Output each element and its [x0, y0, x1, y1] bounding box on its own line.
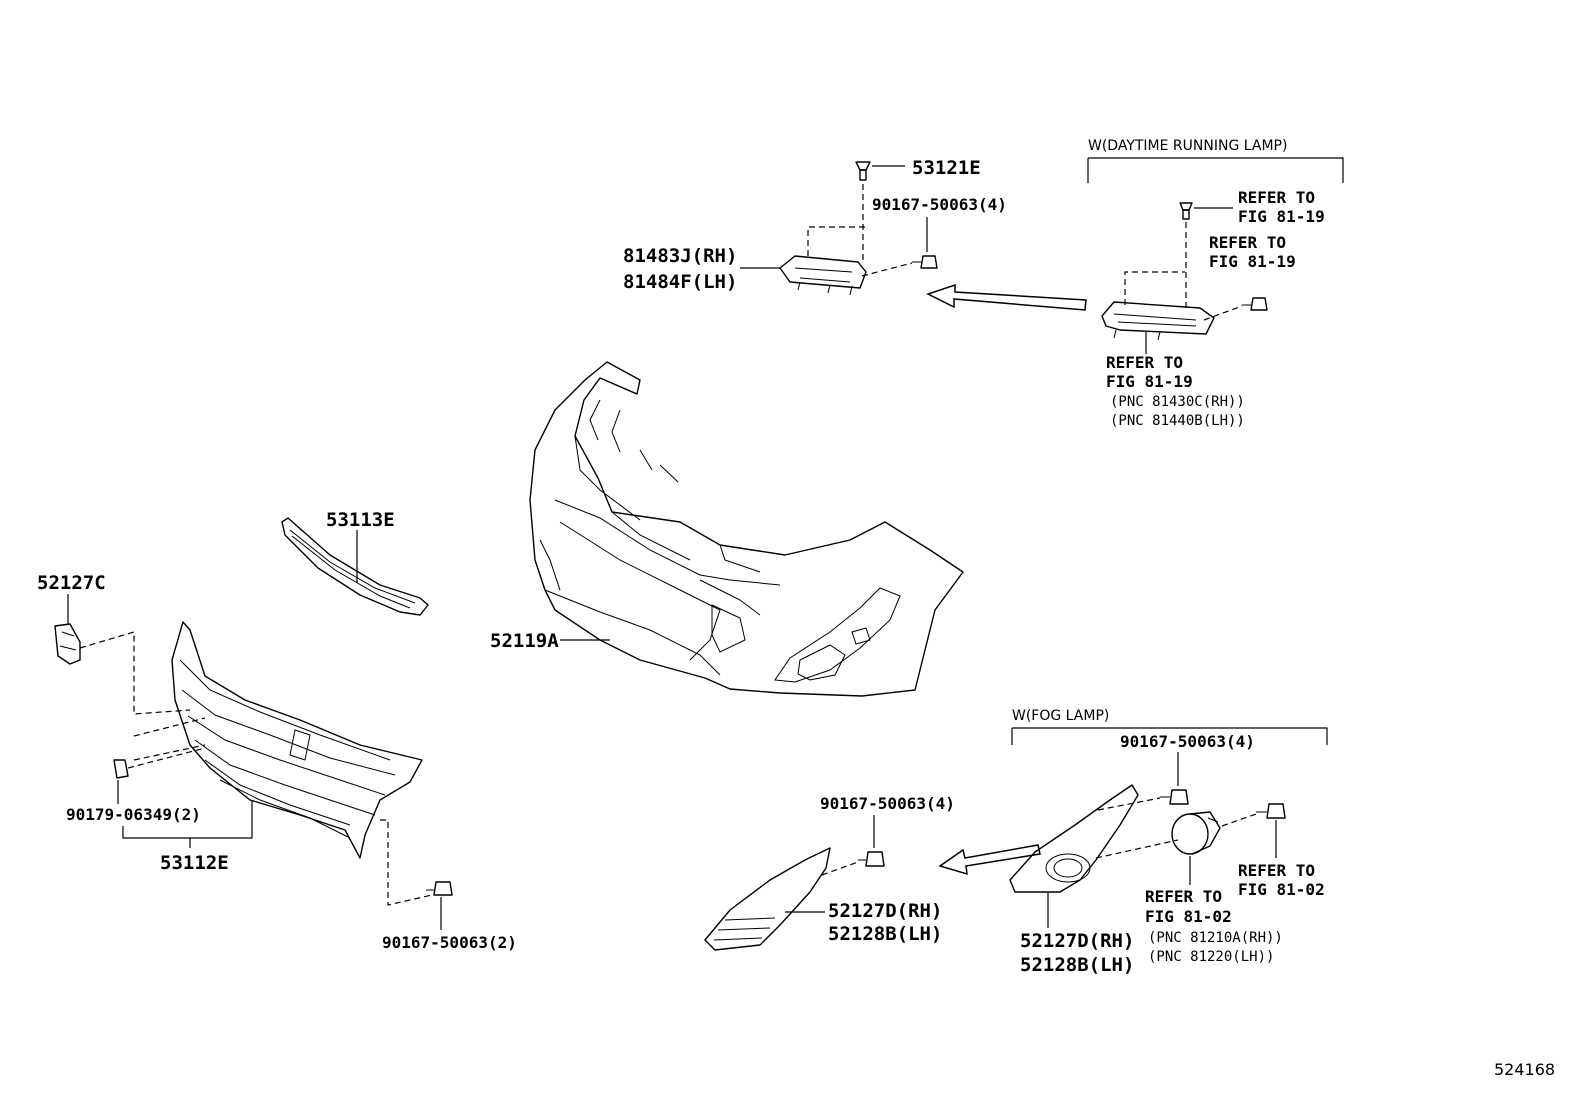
label-53112e: 53112E [160, 852, 229, 874]
clip-53121e[interactable] [855, 161, 871, 181]
diagram-number: 524168 [1494, 1060, 1555, 1079]
label-52127c: 52127C [37, 572, 106, 594]
fog-refer2-line2: FIG 81-02 [1238, 880, 1325, 899]
fog-cover-52127d-right[interactable] [1009, 784, 1139, 893]
dashline-bracket [807, 226, 865, 256]
clip-drl-top[interactable] [1179, 202, 1193, 220]
label-81483j: 81483J(RH) [623, 245, 737, 267]
label-52127d-right: 52127D(RH) [1020, 930, 1134, 952]
screw-fog-lamp[interactable] [1256, 803, 1286, 819]
label-90167-mid: 90167-50063(4) [820, 794, 955, 813]
drl-refer3-line1: REFER TO [1106, 353, 1183, 372]
drl-refer1-line2: FIG 81-19 [1238, 207, 1325, 226]
fog-pnc-rh: (PNC 81210A(RH)) [1148, 930, 1283, 946]
fog-lamp-unit[interactable] [1171, 811, 1221, 855]
label-90167-bot: 90167-50063(2) [382, 933, 517, 952]
arrow-fog [938, 844, 1041, 876]
label-53121e: 53121E [912, 157, 981, 179]
dashline-90167-bot [380, 819, 433, 906]
drl-refer2-line2: FIG 81-19 [1209, 252, 1296, 271]
fog-refer1-line1: REFER TO [1145, 887, 1222, 906]
screw-90167-top[interactable] [912, 255, 938, 269]
group-label-drl: W(DAYTIME RUNNING LAMP) [1088, 138, 1287, 154]
fog-refer1-line2: FIG 81-02 [1145, 907, 1232, 926]
label-52119a: 52119A [490, 630, 559, 652]
dashline-90179 [127, 747, 206, 769]
dashline-90167-mid [821, 861, 859, 876]
dashline-fog-screw [1221, 813, 1257, 827]
bracket-52127c[interactable] [54, 623, 81, 665]
label-90179: 90179-06349(2) [66, 805, 201, 824]
dashline-90167-fog [1097, 797, 1161, 811]
dashline-screw-top [861, 262, 913, 277]
label-53113e: 53113E [326, 509, 395, 531]
label-90167-fog: 90167-50063(4) [1120, 732, 1255, 751]
drl-refer2-line1: REFER TO [1209, 233, 1286, 252]
drl-refer1-line1: REFER TO [1238, 188, 1315, 207]
arrow-drl [926, 283, 1087, 311]
screw-90167-fog[interactable] [1160, 789, 1189, 805]
drl-pnc-rh: (PNC 81430C(RH)) [1110, 394, 1245, 410]
fog-cover-52127d-left[interactable] [704, 847, 831, 951]
grille-53113e[interactable] [281, 517, 429, 616]
label-52128b-left: 52128B(LH) [828, 923, 942, 945]
drl-bracket-81483j[interactable] [779, 255, 867, 296]
dashline-drl-body [1124, 271, 1185, 305]
nut-90179[interactable] [113, 759, 129, 779]
screw-90167-bot[interactable] [426, 881, 453, 896]
group-bracket-drl [1087, 157, 1344, 183]
lower-grille-53112e[interactable] [171, 621, 423, 859]
dashline-fog-lamp [1095, 839, 1179, 859]
group-bracket-fog [1011, 727, 1328, 745]
screw-drl-side[interactable] [1242, 297, 1268, 311]
drl-refer3-line2: FIG 81-19 [1106, 372, 1193, 391]
dashline-grille-insert [133, 717, 206, 761]
drl-pnc-lh: (PNC 81440B(LH)) [1110, 413, 1245, 429]
bumper-cover-52119a[interactable] [529, 361, 964, 697]
drl-lamp-unit[interactable] [1101, 301, 1215, 341]
fog-pnc-lh: (PNC 81220(LH)) [1148, 949, 1274, 965]
bracket-53112e [122, 800, 253, 839]
screw-90167-mid[interactable] [858, 851, 885, 867]
dashline-drl-screw [1203, 305, 1243, 321]
group-label-fog: W(FOG LAMP) [1012, 708, 1109, 724]
label-90167-top: 90167-50063(4) [872, 195, 1007, 214]
label-52127d-left: 52127D(RH) [828, 900, 942, 922]
label-52128b-right: 52128B(LH) [1020, 954, 1134, 976]
fog-refer2-line1: REFER TO [1238, 861, 1315, 880]
label-81484f: 81484F(LH) [623, 271, 737, 293]
